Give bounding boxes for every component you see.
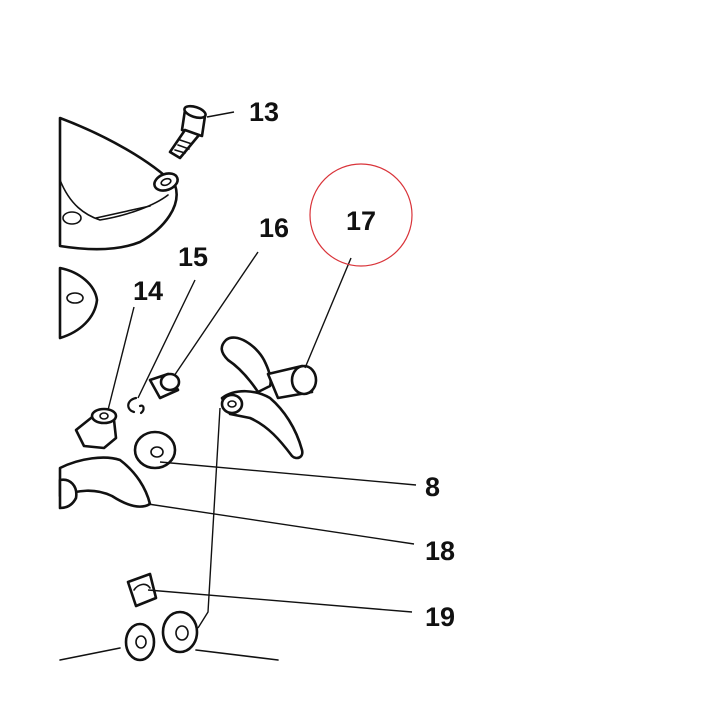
callout-18: 18 — [425, 536, 455, 566]
callout-14: 14 — [133, 276, 163, 306]
leader-16 — [173, 251, 259, 377]
leader-17 — [304, 257, 352, 369]
lever-arm-part-18 — [58, 456, 152, 510]
leader-18 — [147, 503, 415, 545]
leader-8 — [159, 461, 417, 486]
callout-8: 8 — [425, 472, 440, 502]
washer-part-8 — [133, 430, 177, 470]
callout-17: 17 — [346, 206, 376, 236]
leader-13 — [206, 111, 235, 118]
snap-ring-part-15 — [127, 396, 145, 415]
leader-pin — [197, 407, 221, 629]
leader-14 — [107, 306, 135, 411]
rocker-lever-part-17 — [220, 336, 318, 460]
lower-washers — [124, 610, 199, 662]
lower-bracket — [59, 647, 279, 661]
flange-plate — [58, 266, 99, 340]
callout-13: 13 — [249, 97, 279, 127]
callout-15: 15 — [178, 242, 208, 272]
leader-19 — [147, 589, 413, 613]
callout-19: 19 — [425, 602, 455, 632]
leader-15 — [137, 279, 196, 399]
callout-16: 16 — [259, 213, 289, 243]
housing-cover — [58, 116, 179, 251]
leader-lines — [107, 111, 417, 629]
highlight-circle-17 — [309, 163, 413, 267]
clip-part-19 — [126, 572, 158, 608]
bolt-part-13 — [168, 104, 207, 160]
roller-part-16 — [148, 372, 181, 400]
bushing-part-14 — [74, 407, 118, 450]
